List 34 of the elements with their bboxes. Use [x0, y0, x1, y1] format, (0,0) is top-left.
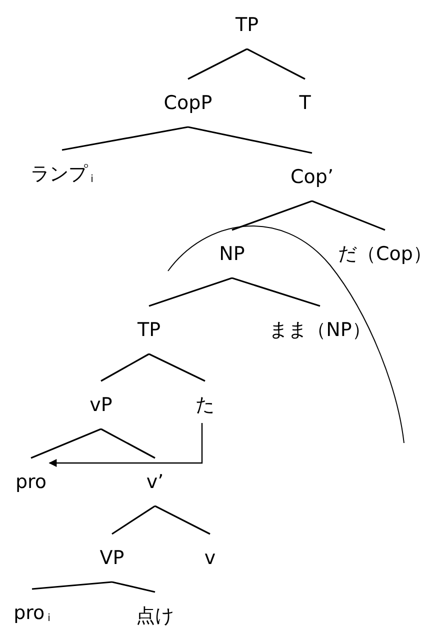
tree-node-label: だ（Cop） — [335, 230, 435, 278]
tree-branch — [154, 505, 210, 535]
tree-node-label: v’ — [143, 458, 167, 506]
tree-node-label: まま（NP） — [266, 306, 374, 354]
tree-branch — [188, 48, 248, 80]
tree-node-label: TP — [134, 306, 164, 354]
tree-branch — [232, 200, 312, 231]
tree-node-label: TP — [232, 1, 262, 49]
tree-node-label: ランプ$_{i}$ — [28, 150, 96, 204]
tree-node-label: NP — [216, 230, 248, 278]
tree-branch — [148, 277, 232, 307]
tree-node-label: T — [296, 79, 314, 127]
tree-branch — [100, 353, 150, 382]
tree-branch — [32, 581, 112, 590]
tree-node-label: CopP — [160, 79, 216, 127]
tree-branch — [112, 505, 156, 535]
tree-branch — [148, 353, 206, 382]
tree-node-label: VP — [96, 534, 128, 582]
tree-node-label: 点け — [133, 592, 177, 640]
tree-branch — [100, 428, 156, 459]
movement-arrow — [48, 423, 203, 467]
tree-branch — [232, 277, 320, 307]
tree-node-label: pro — [12, 458, 50, 506]
tree-branch — [312, 200, 386, 231]
tree-branch — [246, 48, 306, 80]
tree-branch — [62, 126, 188, 151]
tree-branch — [112, 581, 156, 593]
tree-node-label: Cop’ — [288, 153, 336, 201]
tree-node-label: v — [201, 534, 219, 582]
tree-branch — [188, 126, 312, 154]
tree-node-label: た — [192, 381, 218, 429]
tree-branch — [30, 428, 102, 459]
tree-node-label: vP — [86, 381, 116, 429]
tree-node-label: pro$_{i}$ — [10, 589, 54, 642]
